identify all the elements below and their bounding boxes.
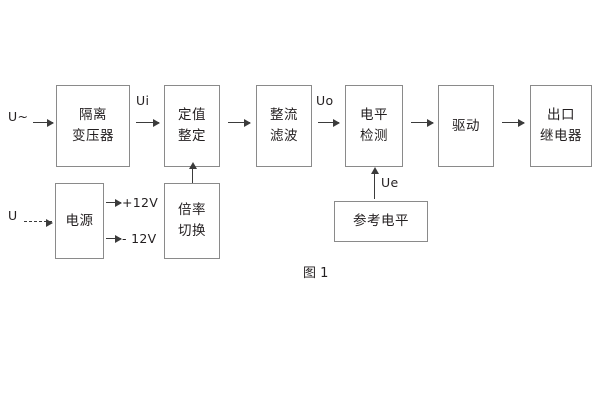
block-power-supply-line1: 电源 xyxy=(65,212,94,229)
block-level-detection-line1: 电平 xyxy=(360,107,388,124)
block-level-detection-line2: 检测 xyxy=(360,128,388,144)
block-rectify-filter-line1: 整流 xyxy=(270,107,298,124)
arrow-ac-to-isolation-transformer xyxy=(33,118,54,127)
block-level-detection: 电平 检测 xyxy=(345,85,403,167)
block-rectify-filter-line2: 滤波 xyxy=(270,128,298,144)
arrow-isolation-transformer-to-setting-value xyxy=(136,118,160,127)
arrow-rail-positive xyxy=(106,198,122,207)
arrow-rectify-filter-to-level-detection xyxy=(318,118,340,127)
arrow-multiplier-switch-to-setting-value xyxy=(188,162,197,183)
block-setting-value-line1: 定值 xyxy=(178,107,206,124)
block-reference-level: 参考电平 xyxy=(334,201,428,242)
block-multiplier-switch: 倍率 切换 xyxy=(164,183,220,259)
block-multiplier-switch-line2: 切换 xyxy=(178,223,206,239)
block-output-relay-line2: 继电器 xyxy=(540,128,582,144)
block-isolation-transformer-line1: 隔离 xyxy=(79,107,107,124)
block-setting-value: 定值 整定 xyxy=(164,85,220,167)
block-isolation-transformer-line2: 变压器 xyxy=(72,128,114,144)
block-multiplier-switch-line1: 倍率 xyxy=(178,202,206,219)
block-drive-line1: 驱动 xyxy=(452,117,480,134)
arrow-drive-to-output-relay xyxy=(502,118,525,127)
block-power-supply: 电源 xyxy=(55,183,104,259)
block-drive: 驱动 xyxy=(438,85,494,167)
dc-input-label: U xyxy=(8,208,18,223)
block-output-relay-line1: 出口 xyxy=(547,107,575,124)
rail-negative-label: - 12V xyxy=(122,231,157,246)
arrow-rail-negative xyxy=(106,234,122,243)
ac-input-label: U~ xyxy=(8,109,29,124)
arrow-reference-level-to-level-detection xyxy=(370,167,379,199)
signal-ue-label: Ue xyxy=(381,175,399,190)
signal-ui-label: Ui xyxy=(136,93,150,108)
arrow-setting-value-to-rectify-filter xyxy=(228,118,251,127)
block-isolation-transformer: 隔离 变压器 xyxy=(56,85,130,167)
arrow-level-detection-to-drive xyxy=(411,118,434,127)
figure-caption: 图 1 xyxy=(303,266,329,281)
rail-positive-label: +12V xyxy=(122,195,159,210)
arrow-dc-to-power-supply xyxy=(24,218,53,227)
block-rectify-filter: 整流 滤波 xyxy=(256,85,312,167)
block-reference-level-line1: 参考电平 xyxy=(353,213,409,230)
block-setting-value-line2: 整定 xyxy=(178,128,206,144)
block-output-relay: 出口 继电器 xyxy=(530,85,592,167)
signal-uo-label: Uo xyxy=(316,93,334,108)
